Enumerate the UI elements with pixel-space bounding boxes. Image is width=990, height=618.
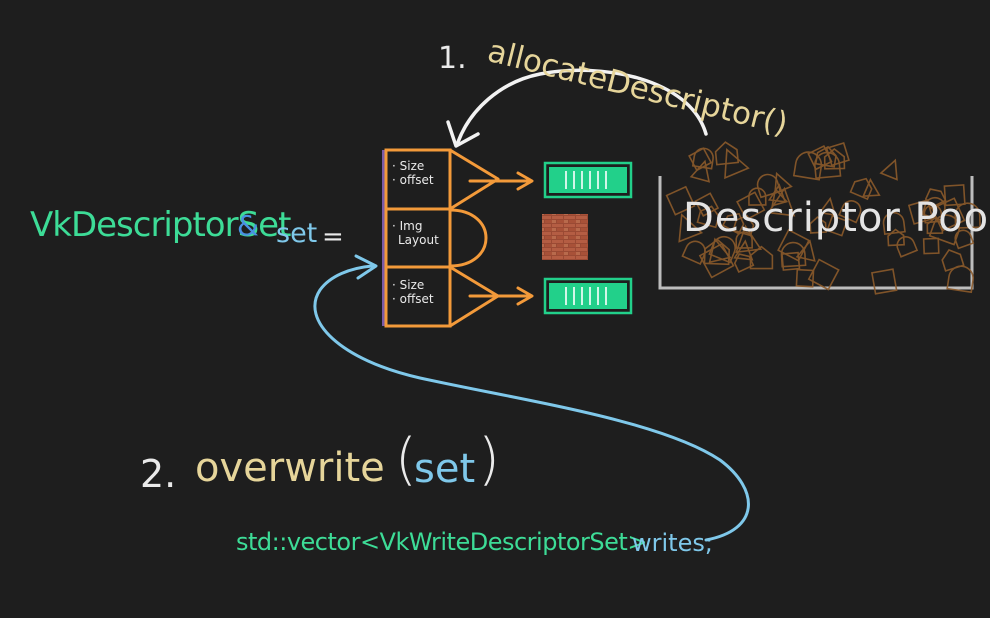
writes-declaration: std::vector<VkWriteDescriptorSet> <box>236 528 647 556</box>
binding-2-label: · Size · offset <box>392 278 434 306</box>
buffer-icon <box>543 161 633 199</box>
pool-shape <box>807 144 833 171</box>
binding-0-line2: · offset <box>392 173 434 187</box>
pool-shape <box>809 216 827 234</box>
pool-shape <box>698 242 735 279</box>
binding-1-line1: · Img <box>392 219 423 233</box>
pool-shape <box>921 196 946 222</box>
pool-shape <box>941 249 965 272</box>
step2-argument: set <box>414 446 476 492</box>
pool-shape <box>823 148 846 170</box>
pool-shape <box>954 229 975 250</box>
step2-number: 2. <box>140 452 177 496</box>
pool-shape <box>708 237 732 264</box>
overwrite-arrow-icon <box>313 254 750 542</box>
step1-number: 1. <box>438 41 467 76</box>
allocate-arrow-icon <box>446 68 708 148</box>
binding-buffer-pointer <box>449 148 500 211</box>
buffer-icon <box>543 277 633 315</box>
pool-descriptor-shapes <box>665 141 981 295</box>
binding-1-line2: Layout <box>398 233 439 247</box>
descriptor-set-frame <box>384 148 452 328</box>
pool-shape <box>923 204 943 224</box>
binding-2-line1: · Size <box>392 278 425 292</box>
pool-shape <box>849 177 873 201</box>
pool-shape <box>694 192 720 217</box>
binding-image-pointer <box>449 208 488 268</box>
descriptor-set-type: VkDescriptorSet <box>30 205 291 245</box>
binding-1-label: · Img Layout <box>392 219 439 247</box>
pool-shape <box>838 200 862 224</box>
pool-shape <box>756 173 782 199</box>
pool-shape <box>735 224 763 254</box>
binding-2-line2: · offset <box>392 292 434 306</box>
pool-shape <box>954 202 981 229</box>
pool-shape <box>678 213 704 243</box>
image-texture-icon <box>542 214 588 260</box>
pool-shape <box>665 185 696 216</box>
arrow-to-buffer-2 <box>468 286 534 306</box>
pool-shape <box>882 211 906 236</box>
pool-shape <box>792 151 823 181</box>
pool-shape <box>714 141 740 166</box>
pool-shape <box>931 197 966 232</box>
set-variable: set <box>276 218 318 249</box>
pool-shape <box>689 159 711 183</box>
pool-label: Descriptor Pool <box>683 195 990 241</box>
pool-container <box>658 176 974 290</box>
pool-shape <box>691 147 714 170</box>
pool-shape <box>781 251 801 271</box>
reference-ampersand: & <box>237 209 259 242</box>
binding-0-line1: · Size <box>392 159 425 173</box>
pool-shape <box>735 231 753 249</box>
pool-shape <box>826 214 849 237</box>
pool-shape <box>795 239 816 262</box>
pool-shape <box>924 188 947 210</box>
pool-shape <box>946 265 974 294</box>
pool-shape <box>862 177 881 197</box>
descriptor-pool <box>658 141 981 295</box>
pool-shape <box>870 268 898 295</box>
step2-call: overwrite <box>195 445 385 491</box>
step2-paren-close: ) <box>478 427 500 492</box>
pool-shape <box>696 205 720 229</box>
pool-shape <box>907 199 934 225</box>
pool-shape <box>780 241 807 268</box>
pool-shape <box>807 258 840 291</box>
descriptor-set <box>382 148 534 328</box>
step2-paren-open: ( <box>395 427 417 492</box>
pool-shape <box>732 214 755 237</box>
pool-shape <box>733 253 755 274</box>
pool-shape <box>879 158 898 181</box>
writes-variable: writes; <box>632 529 713 557</box>
arrow-to-buffer-1 <box>468 171 534 191</box>
pool-shape <box>688 147 713 172</box>
pool-shape <box>818 196 837 217</box>
pool-shape <box>721 212 745 235</box>
pool-shape <box>767 186 796 217</box>
pool-shape <box>922 237 940 255</box>
pool-shape <box>896 236 919 258</box>
binding-0-label: · Size · offset <box>392 159 434 187</box>
pool-shape <box>795 268 815 288</box>
pool-shape <box>724 148 750 180</box>
pool-shape <box>771 187 789 207</box>
pool-shape <box>703 238 731 266</box>
equals-sign: = <box>322 222 344 252</box>
